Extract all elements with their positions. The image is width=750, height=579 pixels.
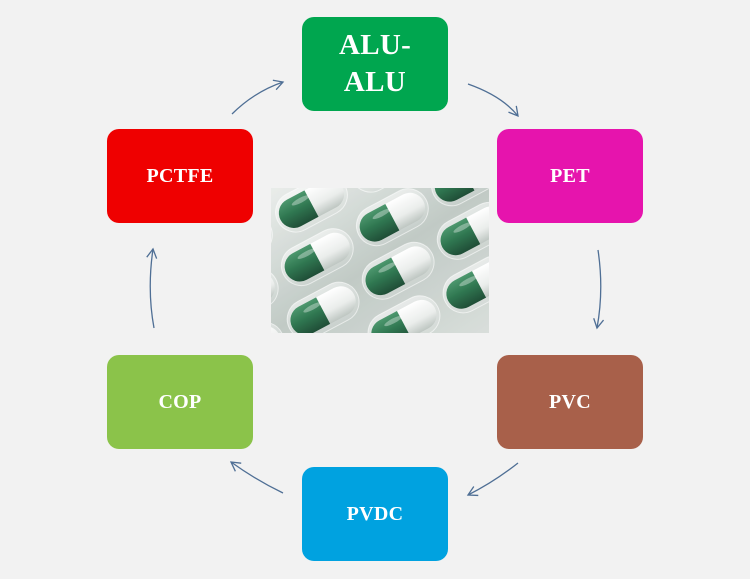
arrow-pvc-to-pvdc xyxy=(468,463,518,495)
node-label-pet: PET xyxy=(550,165,590,188)
arrow-cop-to-pctfe xyxy=(150,249,154,328)
arrow-alu-to-pet xyxy=(468,84,518,116)
node-label-pctfe: PCTFE xyxy=(146,165,213,188)
node-pvdc: PVDC xyxy=(302,467,448,561)
node-label-pvc: PVC xyxy=(549,391,591,414)
arrow-pet-to-pvc xyxy=(597,250,601,328)
node-pvc: PVC xyxy=(497,355,643,449)
node-label-alu-alu: ALU-ALU xyxy=(330,27,420,101)
node-label-pvdc: PVDC xyxy=(347,503,404,526)
node-label-cop: COP xyxy=(158,391,201,414)
node-pctfe: PCTFE xyxy=(107,129,253,223)
node-alu-alu: ALU-ALU xyxy=(302,17,448,111)
node-cop: COP xyxy=(107,355,253,449)
arrow-pctfe-to-alu xyxy=(232,82,283,114)
node-pet: PET xyxy=(497,129,643,223)
arrow-pvdc-to-cop xyxy=(231,462,283,493)
capsules-blister-image xyxy=(271,188,489,333)
